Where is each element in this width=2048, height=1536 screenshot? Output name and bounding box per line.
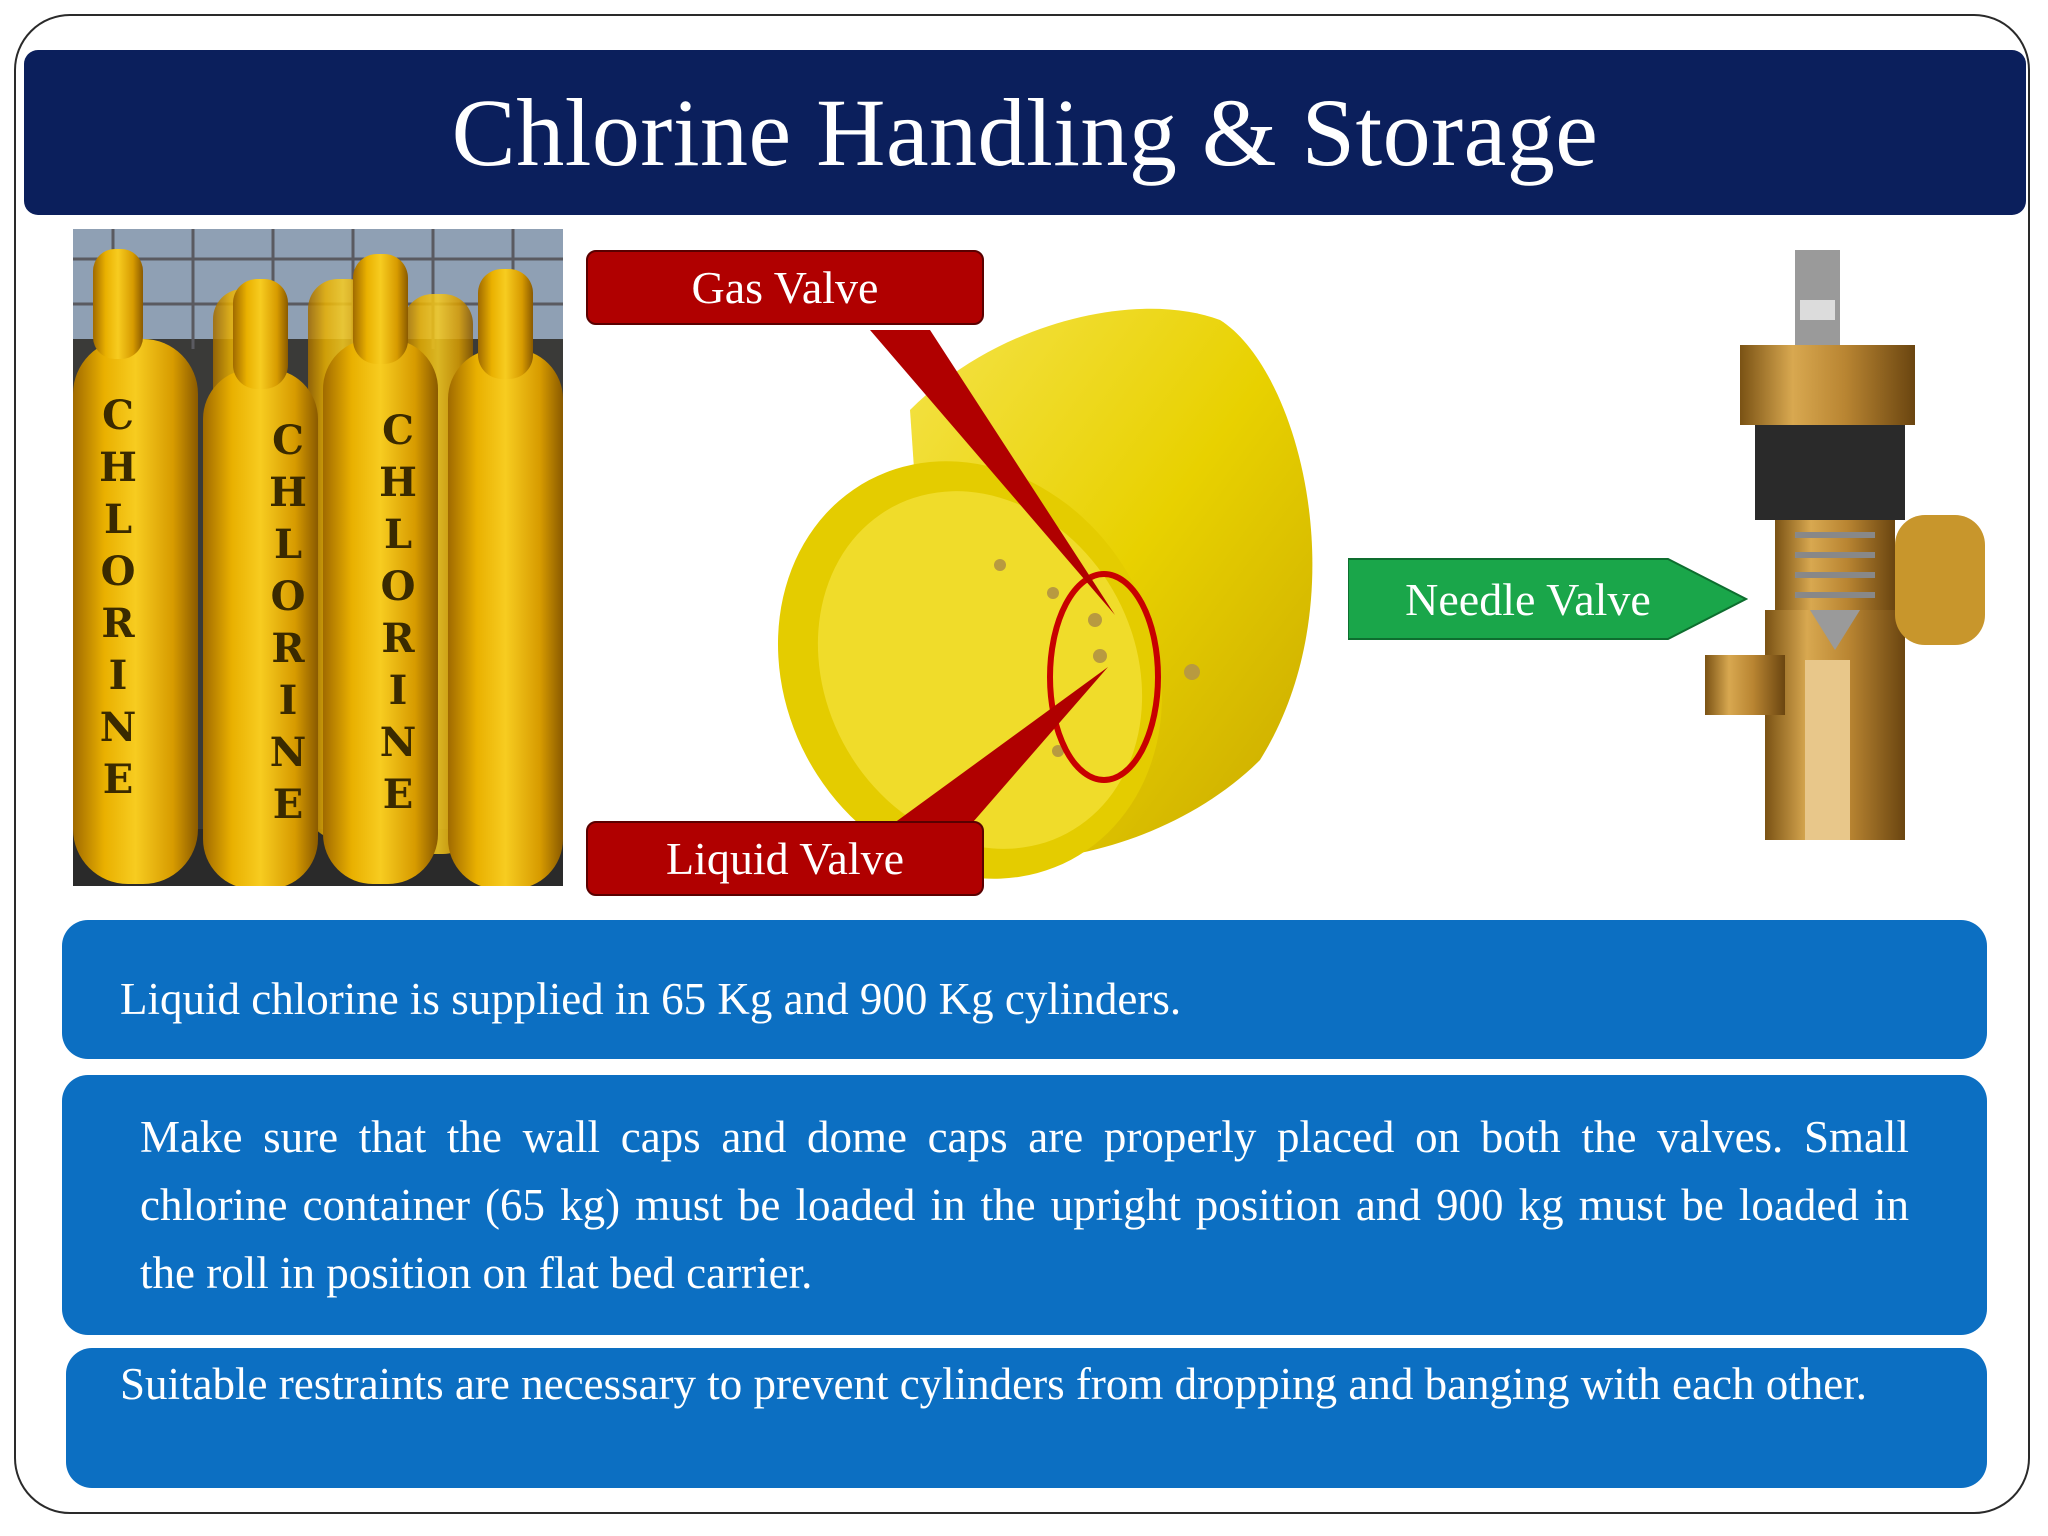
svg-text:L: L (274, 521, 302, 568)
caps-text: Make sure that the wall caps and dome ca… (140, 1112, 1909, 1298)
gas-valve-label: Gas Valve (691, 262, 879, 313)
slide-title: Chlorine Handling & Storage (451, 79, 1599, 186)
svg-text:H: H (269, 469, 307, 516)
svg-text:R: R (381, 615, 415, 662)
svg-text:O: O (101, 548, 136, 595)
svg-text:N: N (270, 729, 307, 776)
svg-text:N: N (380, 719, 417, 766)
svg-text:O: O (381, 563, 416, 610)
restraints-text: Suitable restraints are necessary to pre… (120, 1359, 1867, 1409)
svg-text:H: H (99, 444, 137, 491)
svg-text:E: E (273, 781, 304, 828)
caps-info-box: Make sure that the wall caps and dome ca… (62, 1075, 1987, 1335)
cylinders-photo: CHL ORI NE CHL ORI NE CHL ORI NE (73, 229, 563, 886)
svg-text:R: R (101, 600, 135, 647)
title-bar: Chlorine Handling & Storage (24, 50, 2026, 215)
svg-text:C: C (272, 417, 304, 464)
svg-text:N: N (100, 704, 137, 751)
drum-photo (777, 308, 1313, 879)
supply-text: Liquid chlorine is supplied in 65 Kg and… (120, 974, 1182, 1024)
supply-info-box: Liquid chlorine is supplied in 65 Kg and… (62, 920, 1987, 1059)
needle-valve-label: Needle Valve (1405, 573, 1651, 625)
svg-text:I: I (279, 677, 298, 724)
restraints-info-box: Suitable restraints are necessary to pre… (66, 1348, 1987, 1488)
svg-text:E: E (383, 771, 414, 818)
svg-text:H: H (379, 459, 417, 506)
svg-text:I: I (109, 652, 128, 699)
gas-valve-callout: Gas Valve (586, 250, 984, 325)
svg-text:L: L (104, 496, 132, 543)
svg-text:E: E (103, 756, 134, 803)
svg-text:C: C (382, 407, 414, 454)
svg-text:O: O (271, 573, 306, 620)
needle-valve-arrow: Needle Valve (1348, 557, 1748, 641)
svg-text:I: I (389, 667, 408, 714)
liquid-valve-callout: Liquid Valve (586, 821, 984, 896)
liquid-valve-label: Liquid Valve (665, 833, 905, 884)
svg-text:C: C (102, 392, 134, 439)
valve-cutaway-photo (1705, 250, 1985, 840)
svg-text:R: R (271, 625, 305, 672)
svg-text:L: L (384, 511, 412, 558)
